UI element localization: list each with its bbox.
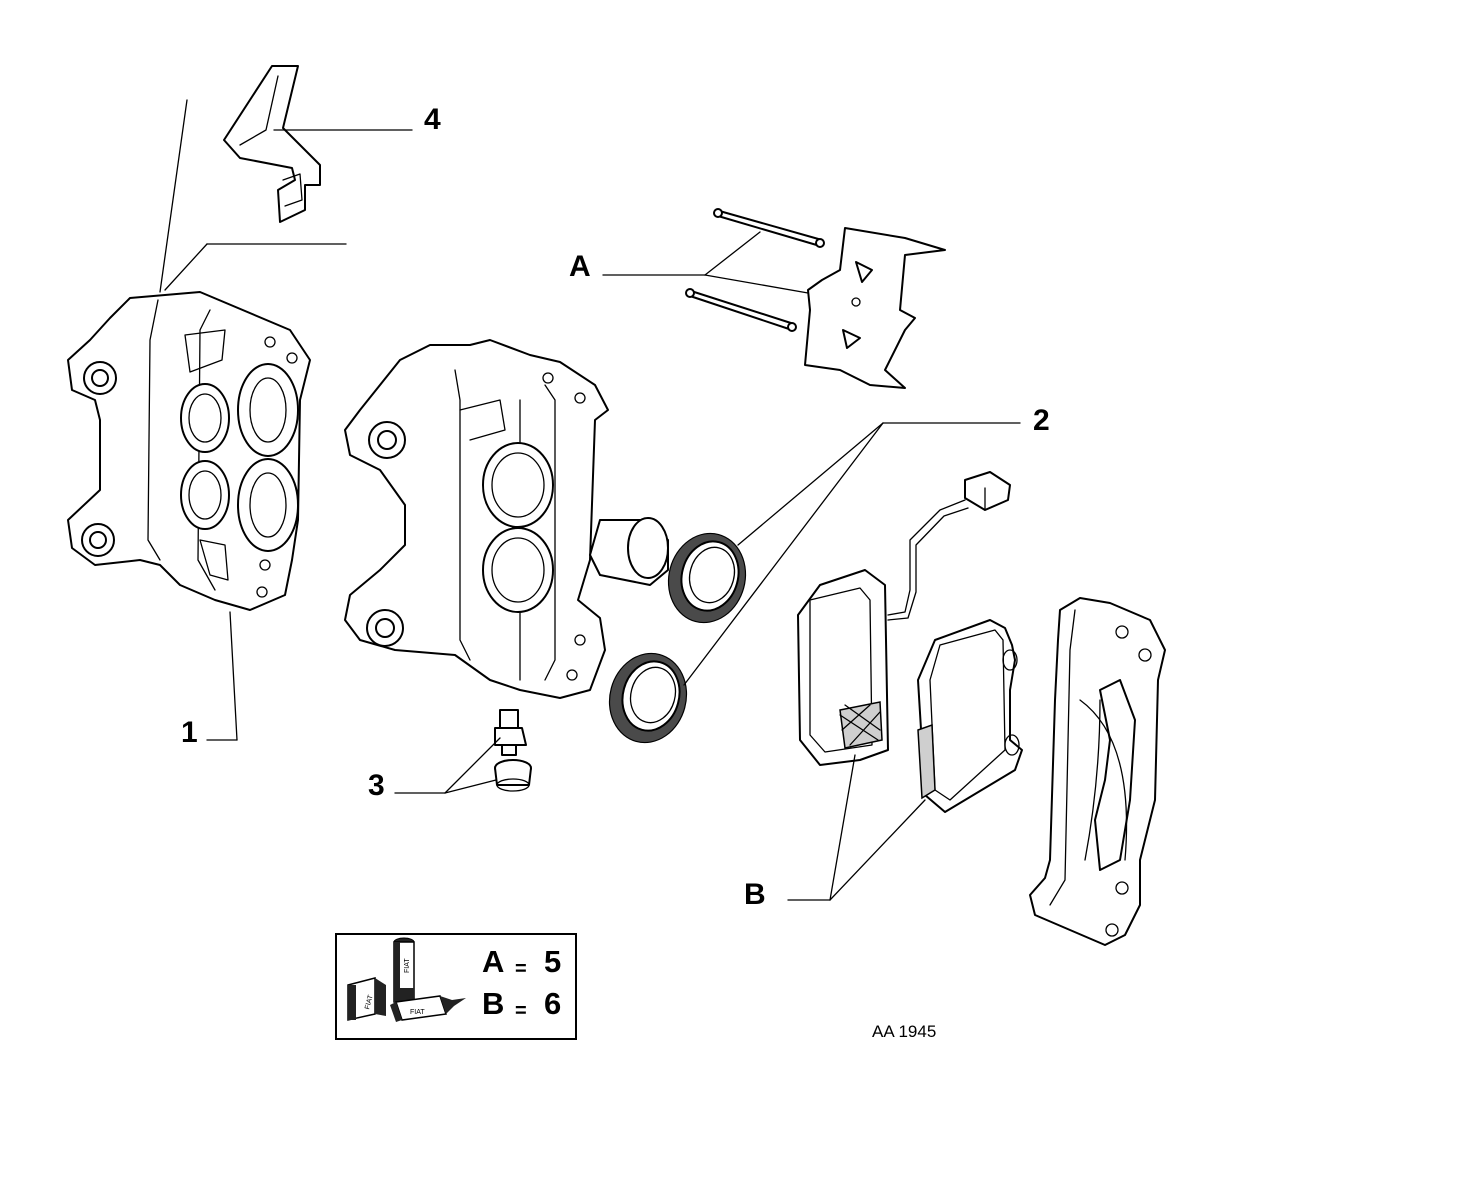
leader-lines bbox=[159, 99, 1021, 901]
part-3-cap bbox=[494, 759, 532, 792]
caliper-half bbox=[344, 339, 609, 699]
pack-label-left: FIAT bbox=[364, 994, 375, 1011]
piston bbox=[589, 517, 669, 586]
kit-a-equals: = bbox=[515, 958, 527, 980]
part-b-brake-pad-with-sensor bbox=[797, 471, 1011, 766]
parts-box-icon: FIAT bbox=[347, 977, 386, 1021]
kit-b-equals: = bbox=[515, 1000, 527, 1022]
diagram-code: AA 1945 bbox=[872, 1022, 936, 1041]
can-label: FIAT bbox=[404, 958, 411, 973]
part-4-clip bbox=[223, 65, 321, 223]
part-2-seal-lower bbox=[608, 652, 688, 744]
callout-2: 2 bbox=[1033, 404, 1050, 437]
part-a-pins-and-spring bbox=[685, 208, 946, 389]
part-1-caliper-assembly bbox=[67, 291, 311, 611]
callout-3: 3 bbox=[368, 769, 385, 802]
kit-b-qty: 6 bbox=[544, 986, 561, 1021]
callout-4: 4 bbox=[424, 103, 441, 136]
kit-b-letter: B bbox=[482, 986, 504, 1021]
part-3-bleed-screw bbox=[494, 709, 527, 756]
callout-1: 1 bbox=[181, 716, 198, 749]
grease-can-icon: FIAT bbox=[393, 937, 415, 1003]
kit-a-qty: 5 bbox=[544, 944, 561, 979]
outer-caliper-half bbox=[1029, 597, 1166, 946]
callout-a: A bbox=[569, 250, 591, 283]
tube-packet-icon: FIAT bbox=[390, 995, 466, 1022]
kit-a-letter: A bbox=[482, 944, 504, 979]
callout-b: B bbox=[744, 878, 766, 911]
kit-quantity-box: FIAT FIAT FIAT A = 5 B = 6 bbox=[335, 933, 577, 1040]
part-2-seal-upper bbox=[667, 532, 747, 624]
part-b-brake-pad bbox=[917, 619, 1023, 813]
pack-label-right: FIAT bbox=[410, 1009, 425, 1016]
